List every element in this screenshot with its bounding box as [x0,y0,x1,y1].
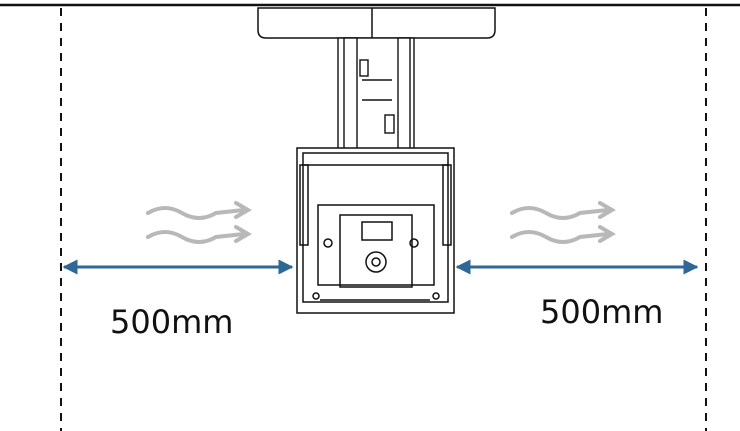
airflow-right-icon [510,201,616,244]
left-clearance-label: 500mm [110,303,234,341]
ceiling-mount-plate [257,7,496,39]
right-clearance-label: 500mm [540,293,664,331]
airflow-left-icon [146,201,252,244]
projector-body [296,147,455,314]
